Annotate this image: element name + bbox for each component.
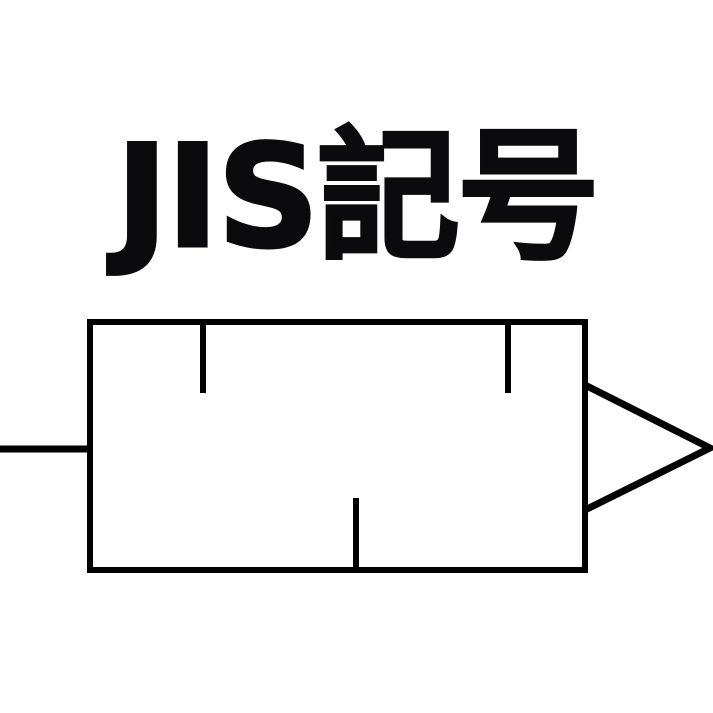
title-block: JIS記号 <box>0 118 713 278</box>
page-title: JIS記号 <box>114 115 601 280</box>
outlet-arrow-triangle <box>583 381 713 514</box>
symbol-body-rectangle <box>87 319 588 573</box>
